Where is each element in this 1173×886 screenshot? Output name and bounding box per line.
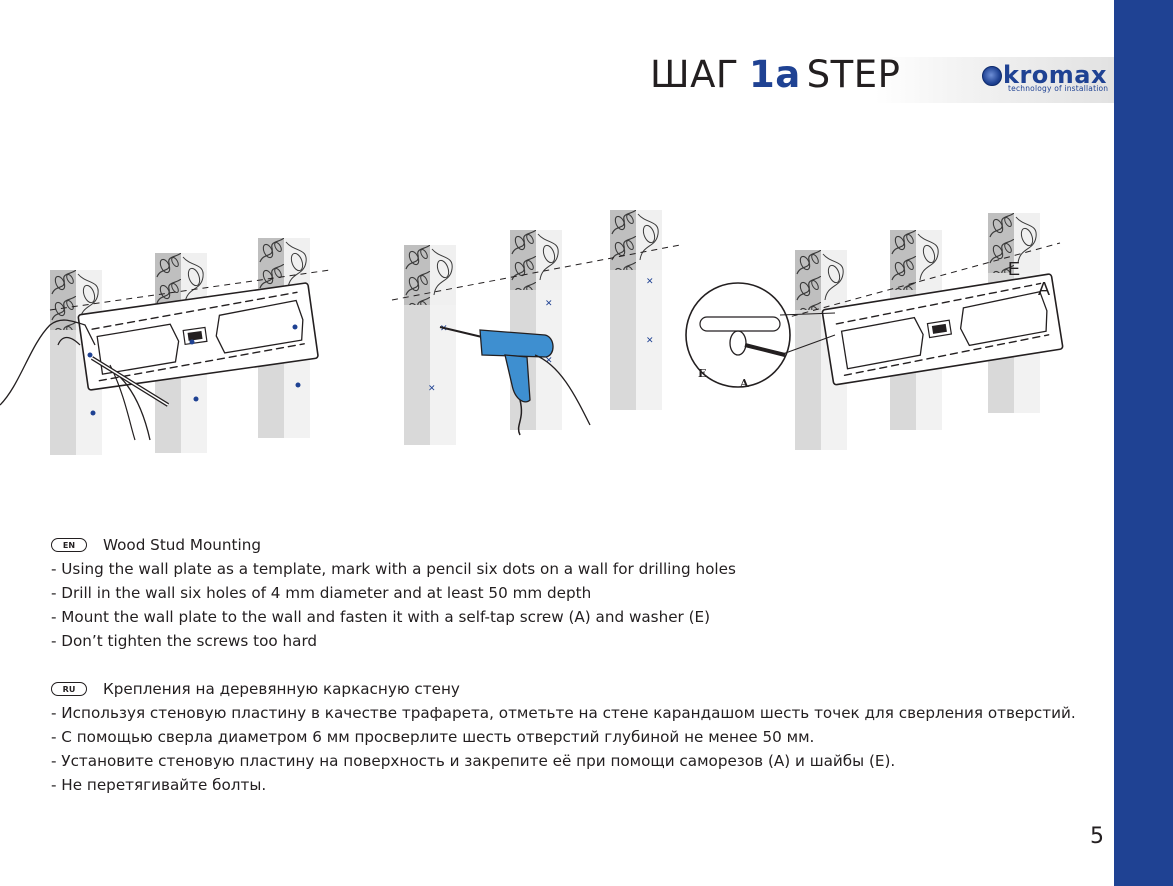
page-number: 5 xyxy=(1090,824,1104,849)
ru-heading-line: RU Крепления на деревянную каркасную сте… xyxy=(51,677,1081,701)
ru-heading: Крепления на деревянную каркасную стену xyxy=(103,680,460,698)
ru-line-3: - Установите стеновую пластину на поверх… xyxy=(51,752,896,770)
side-color-bar xyxy=(1114,0,1173,886)
svg-text:✕: ✕ xyxy=(545,356,553,366)
panel-mount-plate: E A E A xyxy=(685,212,1064,451)
en-line-3: - Mount the wall plate to the wall and f… xyxy=(51,608,711,626)
title-ru: ШАГ xyxy=(650,53,739,96)
panel-drill-holes: ✕ ✕ ✕ ✕ ✕ ✕ xyxy=(391,209,681,446)
globe-icon xyxy=(982,66,1002,86)
en-badge: EN xyxy=(51,538,87,552)
panel-mark-holes xyxy=(0,237,331,455)
ru-badge: RU xyxy=(51,682,87,696)
svg-text:✕: ✕ xyxy=(646,277,654,287)
en-line-1: - Using the wall plate as a template, ma… xyxy=(51,560,736,578)
en-line-2: - Drill in the wall six holes of 4 mm di… xyxy=(51,584,592,602)
svg-text:✕: ✕ xyxy=(440,324,448,334)
callout-e: E xyxy=(698,367,706,380)
logo-word: kromax xyxy=(1003,61,1107,89)
logo-tagline: technology of installation xyxy=(1008,84,1109,93)
svg-text:✕: ✕ xyxy=(646,336,654,346)
svg-text:✕: ✕ xyxy=(545,299,553,309)
instructions: EN Wood Stud Mounting - Using the wall p… xyxy=(51,533,1081,797)
kromax-logo: kromax technology of installation xyxy=(982,61,1114,98)
callout-a: A xyxy=(739,377,749,390)
title-en: STEP xyxy=(806,53,901,96)
ru-line-2: - С помощью сверла диаметром 6 мм просве… xyxy=(51,728,815,746)
ru-line-4: - Не перетягивайте болты. xyxy=(51,776,267,794)
ru-line-1: - Используя стеновую пластину в качестве… xyxy=(51,704,1076,722)
step-number: 1a xyxy=(748,53,801,96)
svg-text:✕: ✕ xyxy=(428,384,436,394)
label-e: E xyxy=(1008,259,1020,279)
label-a: A xyxy=(1038,279,1050,299)
installation-illustration: ✕ ✕ ✕ ✕ ✕ ✕ E A E A xyxy=(0,209,1064,455)
en-line-4: - Don’t tighten the screws too hard xyxy=(51,632,318,650)
en-heading: Wood Stud Mounting xyxy=(103,536,261,554)
en-heading-line: EN Wood Stud Mounting xyxy=(51,533,1081,557)
